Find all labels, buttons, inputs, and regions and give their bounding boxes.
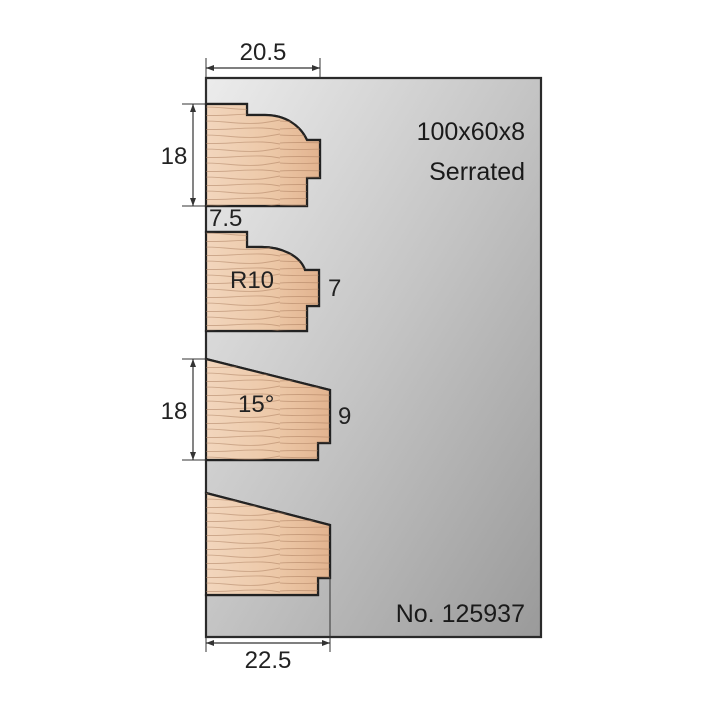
spec-type-label: Serrated [429,158,525,186]
bottom-width-label: 22.5 [245,647,292,674]
profile1-height-label: 18 [161,143,188,170]
spec-size-label: 100x60x8 [417,118,525,146]
part-number-label: No. 125937 [396,600,525,628]
top-width-label: 20.5 [240,39,287,66]
profile2-depth-label: 7 [328,275,341,302]
top-width-dimension: 20.5 [205,39,321,104]
profile3-height-label: 18 [161,398,188,425]
wood-profile-4 [204,491,332,597]
profile3-angle-label: 15° [238,391,274,418]
profile1-height-dimension: 18 [161,103,206,207]
profile1-step-label: 7.5 [209,205,242,232]
wood-profile-2 [204,230,321,333]
wood-profile-1 [204,102,322,208]
profile3-depth-label: 9 [338,403,351,430]
profile3-height-dimension: 18 [161,358,206,461]
profile2-radius-label: R10 [230,267,274,294]
bottom-width-dimension: 22.5 [205,578,331,674]
